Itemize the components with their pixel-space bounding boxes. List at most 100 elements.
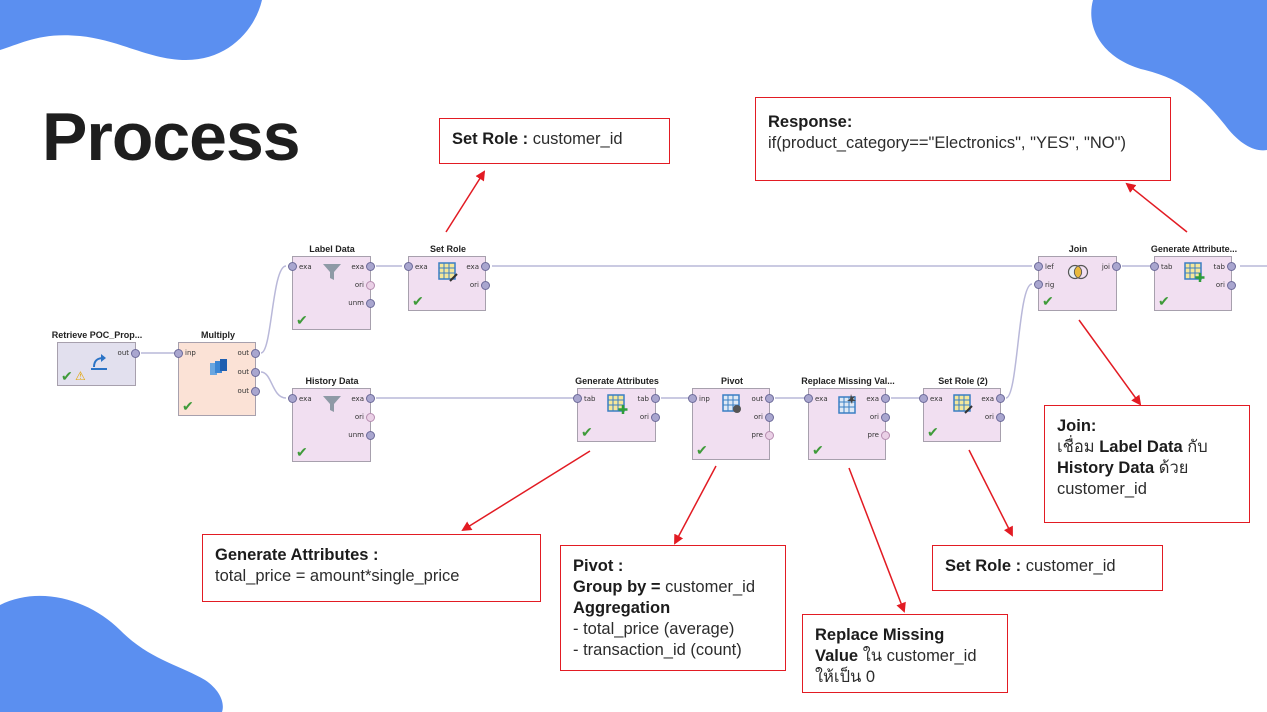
- page-title: Process: [42, 99, 301, 175]
- operator-replace-missing[interactable]: Replace Missing Val... exa exa ori pre ✔: [801, 376, 895, 460]
- output-port[interactable]: [765, 394, 774, 403]
- output-port[interactable]: [1227, 281, 1236, 290]
- output-port[interactable]: [1227, 262, 1236, 271]
- check-icon: ✔: [696, 442, 708, 458]
- operator-set-role[interactable]: Set Role exa exa ori ✔: [404, 244, 490, 311]
- output-port[interactable]: [881, 394, 890, 403]
- output-port[interactable]: [481, 262, 490, 271]
- port-label: exa: [466, 263, 479, 271]
- input-port[interactable]: [288, 262, 297, 271]
- check-icon: ✔: [812, 442, 824, 458]
- port-label: exa: [930, 395, 943, 403]
- input-port[interactable]: [174, 349, 183, 358]
- port-label: out: [237, 368, 249, 376]
- input-port[interactable]: [919, 394, 928, 403]
- check-icon: ✔: [182, 398, 194, 414]
- table-edit-icon: [438, 262, 458, 282]
- port-label: rig: [1045, 281, 1055, 289]
- port-label: unm: [348, 431, 364, 439]
- output-port[interactable]: [131, 349, 140, 358]
- output-port[interactable]: [251, 349, 260, 358]
- input-port[interactable]: [1034, 262, 1043, 271]
- operator-retrieve[interactable]: Retrieve POC_Prop... out ✔ ⚠: [52, 330, 142, 386]
- output-port[interactable]: [651, 413, 660, 422]
- output-port[interactable]: [651, 394, 660, 403]
- input-port[interactable]: [1150, 262, 1159, 271]
- output-port[interactable]: [366, 431, 375, 440]
- callout-text: ให้เป็น 0: [815, 668, 876, 686]
- callout-text: กับ: [1182, 438, 1208, 456]
- operator-title: Generate Attribute...: [1150, 244, 1238, 254]
- port-label: exa: [415, 263, 428, 271]
- operator-label-data[interactable]: Label Data exa exa ori unm ✔: [288, 244, 375, 330]
- output-port[interactable]: [996, 394, 1005, 403]
- input-port[interactable]: [1034, 280, 1043, 289]
- callout-heading: Response:: [768, 113, 853, 131]
- output-port[interactable]: [366, 394, 375, 403]
- input-port[interactable]: [288, 394, 297, 403]
- check-icon: ✔: [412, 293, 424, 309]
- port-label: pre: [867, 431, 879, 439]
- check-icon: ✔: [927, 424, 939, 440]
- port-label: out: [751, 395, 763, 403]
- output-port[interactable]: [366, 262, 375, 271]
- operator-history-data[interactable]: History Data exa exa ori unm ✔: [288, 376, 375, 462]
- callout-text: Aggregation: [573, 599, 671, 617]
- callout-text: Value: [815, 647, 859, 665]
- check-icon: ✔: [296, 444, 308, 460]
- callout-generate-attributes: Generate Attributes : total_price = amou…: [202, 534, 541, 602]
- operator-set-role-2[interactable]: Set Role (2) exa exa ori ✔: [919, 376, 1005, 442]
- input-port[interactable]: [804, 394, 813, 403]
- port-label: out: [237, 349, 249, 357]
- output-port[interactable]: [481, 281, 490, 290]
- multiply-icon: [210, 359, 227, 375]
- check-icon: ✔: [581, 424, 593, 440]
- top-left-blob: [0, 0, 262, 60]
- output-port[interactable]: [366, 413, 375, 422]
- port-label: ori: [354, 413, 364, 421]
- input-port[interactable]: [573, 394, 582, 403]
- callout-text: total_price = amount*single_price: [215, 567, 460, 585]
- port-label: inp: [185, 349, 196, 357]
- operator-generate-attributes-2[interactable]: Generate Attribute... tab tab ori ✔: [1150, 244, 1237, 311]
- operator-join[interactable]: Join lef rig joi ✔: [1034, 244, 1121, 311]
- output-port[interactable]: [251, 368, 260, 377]
- input-port[interactable]: [404, 262, 413, 271]
- callout-text: if(product_category=="Electronics", "YES…: [768, 134, 1126, 152]
- port-label: ori: [639, 413, 649, 421]
- warning-icon: ⚠: [75, 369, 86, 383]
- output-port[interactable]: [366, 299, 375, 308]
- operator-generate-attributes[interactable]: Generate Attributes tab tab ori ✔: [573, 376, 660, 442]
- callout-text: ด้วย: [1154, 459, 1189, 477]
- callout-set-role-top: Set Role : customer_id: [439, 118, 670, 164]
- callout-text: - total_price (average): [573, 620, 735, 638]
- port-label: tab: [1161, 263, 1173, 271]
- output-port[interactable]: [996, 413, 1005, 422]
- operator-title: History Data: [305, 376, 359, 386]
- output-port[interactable]: [765, 413, 774, 422]
- callout-text: customer_id: [1021, 557, 1116, 575]
- operator-pivot[interactable]: Pivot inp out ori pre ✔: [688, 376, 774, 460]
- operator-title: Replace Missing Val...: [801, 376, 895, 386]
- callout-text: Group by =: [573, 578, 666, 596]
- input-port[interactable]: [688, 394, 697, 403]
- output-port[interactable]: [366, 281, 375, 290]
- port-label: lef: [1045, 263, 1054, 271]
- operator-multiply[interactable]: Multiply inp out out out ✔: [174, 330, 260, 416]
- output-port[interactable]: [881, 413, 890, 422]
- callout-text: customer_id: [528, 130, 623, 148]
- port-label: joi: [1101, 263, 1110, 271]
- port-label: exa: [351, 263, 364, 271]
- output-port[interactable]: [765, 431, 774, 440]
- output-port[interactable]: [1112, 262, 1121, 271]
- bottom-left-blob: [0, 595, 223, 712]
- output-port[interactable]: [881, 431, 890, 440]
- operator-title: Multiply: [201, 330, 235, 340]
- callout-heading: Pivot :: [573, 557, 624, 575]
- retrieve-icon: [91, 354, 107, 370]
- check-icon: ✔: [1042, 293, 1054, 309]
- output-port[interactable]: [251, 387, 260, 396]
- port-label: ori: [869, 413, 879, 421]
- operator-title: Label Data: [309, 244, 355, 254]
- port-label: tab: [584, 395, 596, 403]
